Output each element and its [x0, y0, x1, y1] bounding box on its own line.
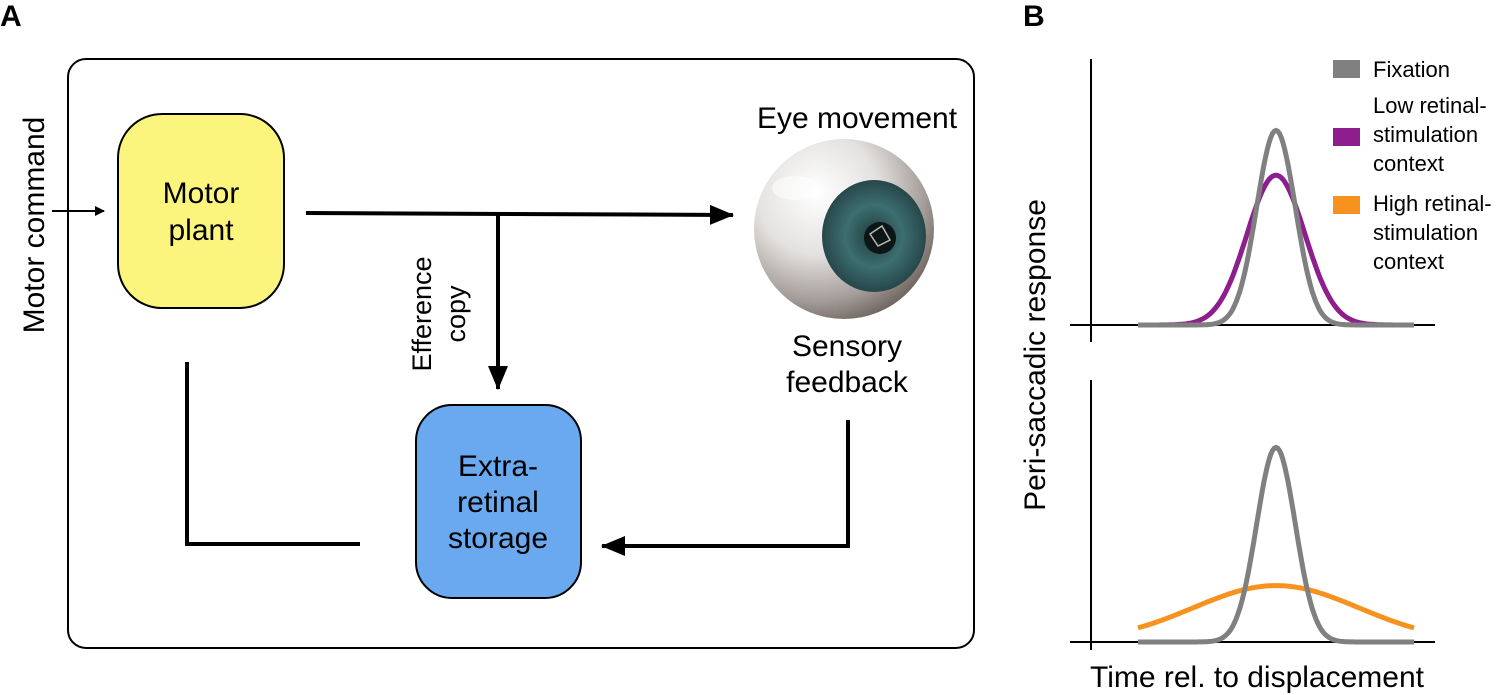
bottom-plot — [1070, 380, 1435, 650]
legend-high-line-2: stimulation — [1373, 220, 1478, 245]
legend-swatch-low — [1333, 128, 1360, 146]
storage-line-2: retinal — [457, 486, 539, 519]
legend-low-line-2: stimulation — [1373, 122, 1478, 147]
top-plot — [1070, 59, 1435, 342]
legend-swatch-high — [1333, 196, 1360, 214]
motor-plant-node: Motor plant — [117, 113, 285, 309]
eye-movement-label: Eye movement — [757, 102, 958, 135]
curve-high-retinal — [1137, 583, 1415, 631]
diagram-frame — [67, 58, 975, 649]
motor-plant-box — [117, 113, 285, 309]
legend: Fixation Low retinal- stimulation contex… — [1333, 57, 1492, 274]
storage-line-1: Extra- — [458, 450, 538, 483]
legend-swatch-fixation — [1333, 60, 1360, 78]
storage-line-3: storage — [448, 522, 548, 555]
efference-copy-label: Efference copy — [407, 256, 471, 371]
sensory-feedback-line-1: Sensory — [792, 330, 902, 363]
motor-command-label: Motor command — [18, 117, 51, 334]
y-axis-label: Peri-saccadic response — [1019, 199, 1052, 511]
legend-low-line-3: context — [1373, 151, 1444, 176]
sensory-feedback-line-2: feedback — [786, 366, 909, 399]
eye-pupil — [864, 222, 896, 254]
extra-retinal-storage-node: Extra- retinal storage — [415, 404, 582, 599]
legend-low-line-1: Low retinal- — [1373, 93, 1487, 118]
extra-retinal-storage-box — [415, 404, 582, 599]
eyeball-image — [754, 139, 934, 319]
curve-fixation-top — [1138, 127, 1414, 328]
curve-fixation-bottom — [1138, 444, 1414, 645]
panel-a-label: A — [0, 0, 22, 33]
motor-to-eye-arrow — [305, 204, 734, 225]
feedback-path — [601, 420, 850, 556]
motor-plant-line-2: plant — [168, 214, 234, 247]
legend-high-line-1: High retinal- — [1373, 191, 1492, 216]
efference-copy-line-2: copy — [441, 285, 471, 343]
x-axis-label: Time rel. to displacement — [1090, 661, 1425, 694]
storage-to-plant-loop — [185, 362, 360, 546]
efference-copy-line-1: Efference — [407, 256, 437, 371]
motor-plant-line-1: Motor — [163, 177, 240, 210]
legend-high-line-3: context — [1373, 249, 1444, 274]
panel-b-label: B — [1023, 0, 1045, 33]
legend-fixation-line-1: Fixation — [1373, 57, 1450, 82]
